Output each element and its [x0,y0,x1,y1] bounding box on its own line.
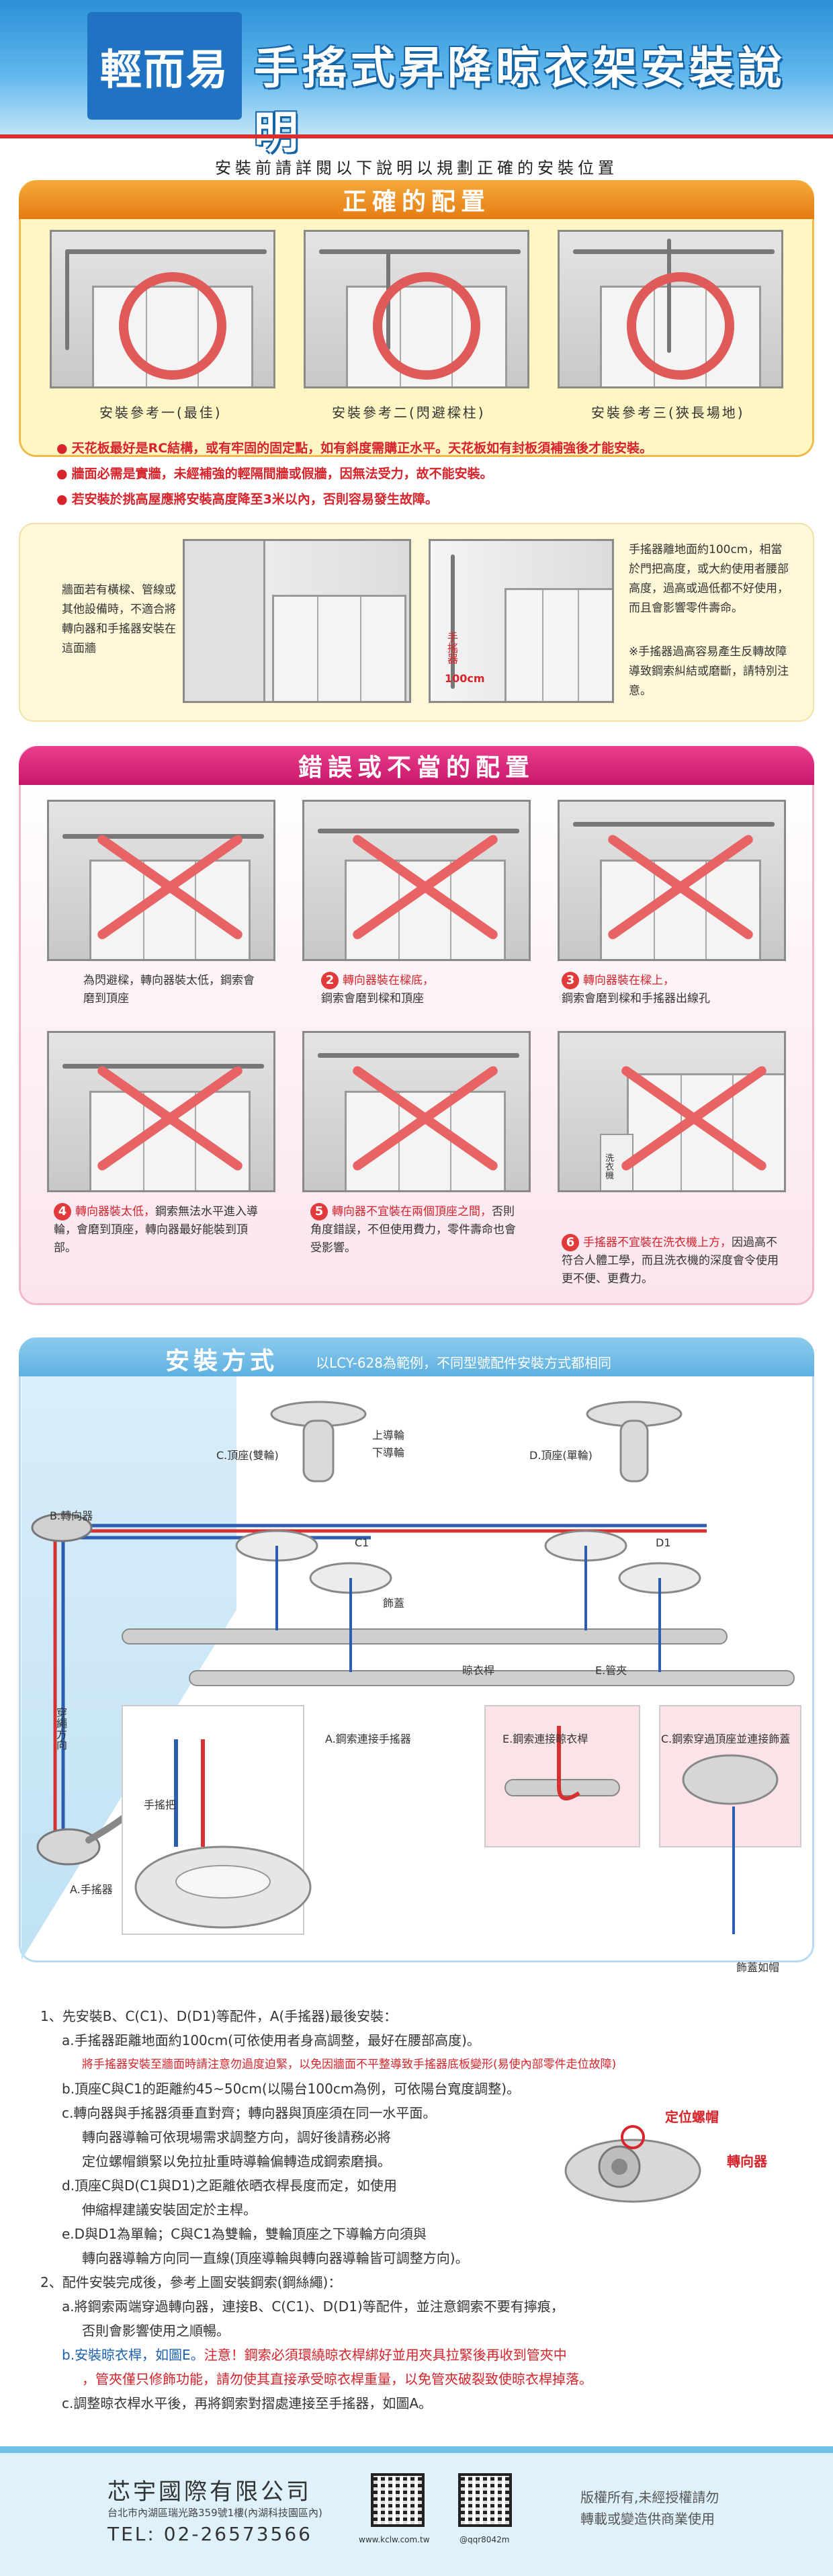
step-1c-3: 定位螺帽鎖緊以免拉扯重時導輪偏轉造成鋼索磨損。 [82,2153,391,2169]
line-qr-code[interactable] [458,2473,512,2527]
note-right-warn: ※手搖器過高容易產生反轉故障導致鋼索糾結或磨斷，請特別注意。 [629,645,789,698]
copyright-line-2: 轉載或變造供商業使用 [580,2511,715,2527]
label-upper-wheel: 上導輪 [372,1429,405,1442]
note-left: 牆面若有橫樑、管線或其他設備時，不適合將轉向器和手搖器安裝在這面牆 [62,583,176,655]
label-top-seat-double: C.頂座(雙輪) [216,1449,279,1462]
washer-label: 洗衣機 [603,1153,613,1179]
step-1c: c.轉向器與手搖器須垂直對齊；轉向器與頂座須在同一水平面。 [62,2105,437,2121]
label-crank: A.手搖器 [70,1883,113,1896]
step-1e: e.D與D1為單輪；C與C1為雙輪，雙輪頂座之下導輪方向須與 [62,2226,427,2242]
label-top-seat-single: D.頂座(單輪) [529,1449,593,1462]
correct-banner: 正確的配置 [19,180,814,219]
wrong-diagram-6 [558,1031,786,1192]
install-banner [19,1337,814,1376]
step-1: 1、先安裝B、C(C1)、D(D1)等配件，A(手搖器)最後安裝： [40,2008,398,2024]
wrong-caption-1: 為閃避樑，轉向器裝太低，鋼索會磨到頂座 [83,974,255,1005]
correct-caption-1: 安裝參考一(最佳) [99,405,222,421]
brand-logo: 輕而易 [87,12,242,120]
step-1e-2: 轉向器導輪方向同一直線(頂座導輪與轉向器導輪皆可調整方向)。 [82,2250,469,2266]
notes-panel [19,523,814,722]
step-1c-2: 轉向器導輪可依現場需求調整方向，調好後請務必將 [82,2129,391,2145]
turner-detail-image [564,2125,701,2203]
height-diagram [429,539,614,703]
wrong-banner: 錯誤或不當的配置 [19,746,814,785]
install-diagram [31,1401,801,1935]
correct-caption-3: 安裝參考三(狹長場地) [591,405,745,421]
height-value: 100cm [445,672,485,685]
label-wire-direction: 穿繩方向 [54,1707,67,1750]
label-d1: D1 [656,1536,671,1549]
wrong-diagram-1 [47,800,275,961]
step-1d-2: 伸縮桿建議安裝固定於主桿。 [82,2202,257,2218]
label-detail-c: C.鋼索穿過頂座並連接飾蓋 [661,1733,791,1745]
label-cover: 飾蓋 [383,1597,405,1610]
wrong-diagram-2 [302,800,531,961]
website-url[interactable]: www.kclw.com.tw [359,2535,430,2544]
wrong-diagram-3 [558,800,786,961]
correct-bullet-3: 若安裝於挑高屋應將安裝高度降至3米以內，否則容易發生故障。 [56,489,438,507]
step-1a-note: 將手搖器安裝至牆面時請注意勿過度迫緊，以免因牆面不平整導致手搖器底板變形(易使內… [82,2058,617,2071]
beam-diagram [183,539,411,703]
copyright-line-1: 版權所有,未經授權請勿 [580,2489,719,2505]
label-clamp: E.管夾 [595,1664,627,1677]
wrong-diagram-4 [47,1031,275,1192]
label-rod: 晾衣桿 [462,1664,495,1677]
step-2b-2: ，管夾僅只修飾功能，請勿使其直接承受晾衣桿重量，以免管夾破裂致使晾衣桿掉落。 [82,2371,593,2387]
label-cap: 飾蓋如帽 [736,1961,780,1974]
label-turner-side: 轉向器 [727,2153,767,2169]
step-2b: b.安裝晾衣桿，如圖E。注意！鋼索必須環繞晾衣桿綁好並用夾具拉緊後再收到管夾中 [62,2347,567,2363]
correct-diagram-2 [304,230,529,388]
height-label: 手搖器 [445,632,458,664]
page-title: 手搖式昇降晾衣架安裝說明 [254,42,786,159]
step-2c: c.調整晾衣桿水平後，再將鋼索對摺處連接至手搖器，如圖A。 [62,2395,433,2411]
step-2: 2、配件安裝完成後，參考上圖安裝鋼索(鋼絲繩)： [40,2274,342,2290]
website-qr-code[interactable] [371,2473,425,2527]
note-right-main: 手搖器離地面約100cm，相當於門把高度，或大約使用者腰部高度，過高或過低都不好… [629,543,789,615]
label-locking-nut: 定位螺帽 [665,2109,719,2125]
intro-text: 安裝前請詳閱以下說明以規劃正確的安裝位置 [215,159,618,177]
correct-bullet-1: 天花板最好是RC結構，或有牢固的固定點，如有斜度需購正水平。天花板如有封板須補強… [56,438,653,456]
correct-diagram-1 [50,230,275,388]
label-detail-a: A.鋼索連接手搖器 [325,1733,411,1745]
label-turner: B.轉向器 [50,1509,93,1522]
step-1a: a.手搖器距離地面約100cm(可依使用者身高調整，最好在腰部高度)。 [62,2032,480,2048]
label-c1: C1 [355,1536,369,1549]
line-id[interactable]: @qqr8042m [459,2535,510,2544]
header-divider [0,134,833,138]
label-handle: 手搖把 [144,1798,177,1811]
label-lower-wheel: 下導輪 [372,1446,405,1459]
step-2a: a.將鋼索兩端穿過轉向器，連接B、C(C1)、D(D1)等配件，並注意鋼索不要有… [62,2298,564,2315]
company-tel: TEL: 02-26573566 [107,2523,312,2545]
install-banner-sub: 以LCY-628為範例，不同型號配件安裝方式都相同 [316,1355,611,1371]
label-detail-e: E.鋼索連接晾衣桿 [502,1733,588,1745]
step-2a-2: 否則會影響使用之順暢。 [82,2323,230,2339]
correct-caption-2: 安裝參考二(閃避樑柱) [332,405,486,421]
correct-bullet-2: 牆面必需是實牆，未經補強的輕隔間牆或假牆，因無法受力，故不能安裝。 [56,464,493,482]
correct-diagram-3 [558,230,783,388]
company-name: 芯宇國際有限公司 [107,2479,312,2505]
step-1b: b.頂座C與C1的距離約45~50cm(以陽台100cm為例，可依陽台寬度調整)… [62,2081,521,2097]
step-1d: d.頂座C與D(C1與D1)之距離依晒衣桿長度而定，如使用 [62,2177,397,2194]
company-address: 台北市內湖區瑞光路359號1樓(內湖科技園區內) [107,2507,322,2519]
install-banner-title: 安裝方式 [165,1347,279,1375]
wrong-diagram-5 [302,1031,531,1192]
